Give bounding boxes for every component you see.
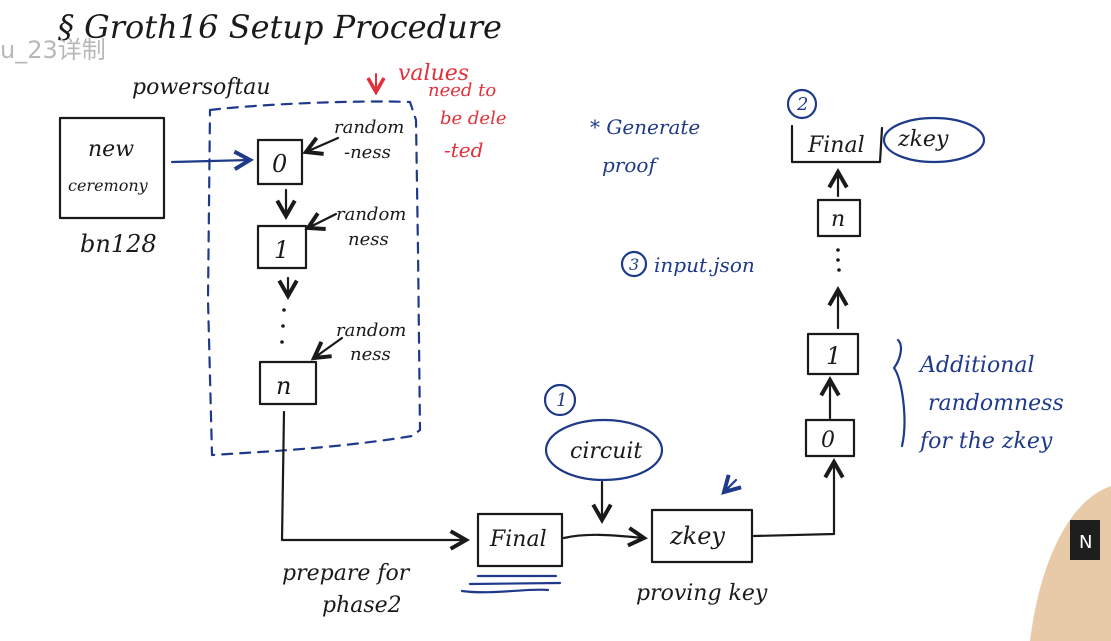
input-label: input.json <box>654 253 755 277</box>
randomness-arrow-0 <box>302 136 340 156</box>
red-note-line4: -ted <box>444 138 483 162</box>
circuit-number: 1 <box>556 390 567 411</box>
circuit-number-circle <box>543 383 577 417</box>
final-zkey-oval <box>882 116 986 164</box>
powersoftau-dashed-region <box>206 100 422 457</box>
phase1-box-n-label: n <box>276 372 291 400</box>
generate-line2: proof <box>602 153 659 177</box>
phase2-box-1-label: 1 <box>826 342 841 370</box>
phase1-box-1: 1 <box>256 224 308 270</box>
input-number: 3 <box>629 255 639 274</box>
input-number-circle <box>620 250 648 278</box>
curve-label: bn128 <box>80 230 157 258</box>
phase1-ellipsis <box>280 308 286 344</box>
randomness-arrow-1 <box>304 212 338 231</box>
new-ceremony-box: new ceremony <box>58 116 166 220</box>
red-note-line3: be dele <box>440 108 506 129</box>
randomness-n-line2: ness <box>350 344 391 365</box>
final-box: Final <box>476 512 564 568</box>
final-to-zkey-arrow <box>562 526 648 548</box>
final-zkey-number: 2 <box>796 94 808 115</box>
phase2-box-n: n <box>816 198 862 238</box>
final-underline <box>460 574 562 594</box>
new-ceremony-line2: ceremony <box>68 176 149 195</box>
phase1-box-1-label: 1 <box>274 236 289 264</box>
randomness-n-line1: random <box>336 320 406 341</box>
phase1-box-n: n <box>258 360 318 406</box>
additional-line2: randomness <box>928 391 1064 416</box>
additional-line3: for the zkey <box>918 429 1053 454</box>
randomness-arrow-n <box>310 336 344 361</box>
phase2-ellipsis <box>836 248 841 272</box>
final-zkey-final-label: Final <box>807 133 865 158</box>
final-zkey-zkey-label: zkey <box>897 127 949 152</box>
phase2-box-1: 1 <box>806 332 860 376</box>
prepare-line1: prepare for <box>282 561 411 586</box>
ceremony-to-box0-arrow <box>170 149 254 171</box>
watermark-text: u_23详制 <box>0 36 106 64</box>
phase2-box-0-label: 0 <box>821 428 835 453</box>
n-to-final-arrow <box>280 410 470 551</box>
webcam-corner <box>1030 486 1111 641</box>
additional-line1: Additional <box>918 353 1035 378</box>
page-title: § Groth16 Setup Procedure <box>58 8 502 46</box>
phase1-box-0-label: 0 <box>272 150 287 178</box>
randomness-1-line2: ness <box>348 229 389 250</box>
prepare-line2: phase2 <box>322 593 402 618</box>
corner-logo: N <box>1079 532 1092 553</box>
zkey-box: zkey <box>650 508 754 564</box>
randomness-0-line2: -ness <box>344 142 391 163</box>
red-note-line2: need to <box>428 80 496 101</box>
randomness-1-line1: random <box>336 204 406 225</box>
final-box-label: Final <box>489 527 547 552</box>
proving-key-label: proving key <box>636 581 768 606</box>
randomness-0-line1: random <box>334 117 404 138</box>
final-zkey-bracket <box>790 124 884 164</box>
new-ceremony-line1: new <box>88 137 134 162</box>
circuit-label: circuit <box>570 439 642 464</box>
phase1-box-0: 0 <box>256 138 304 186</box>
phase2-box-0: 0 <box>804 418 856 458</box>
additional-brace <box>892 338 906 448</box>
circuit-oval <box>544 418 664 482</box>
generate-line1: * Generate <box>590 115 700 139</box>
zkey-box-label: zkey <box>669 522 725 550</box>
zkey-to-phase2-arrow <box>752 458 845 538</box>
phase2-box-n-label: n <box>831 207 845 232</box>
zkey-blue-tick <box>721 474 742 495</box>
powersoftau-label: powersoftau <box>132 75 271 100</box>
red-note-line1: values <box>398 61 469 86</box>
final-zkey-number-circle <box>786 88 818 120</box>
